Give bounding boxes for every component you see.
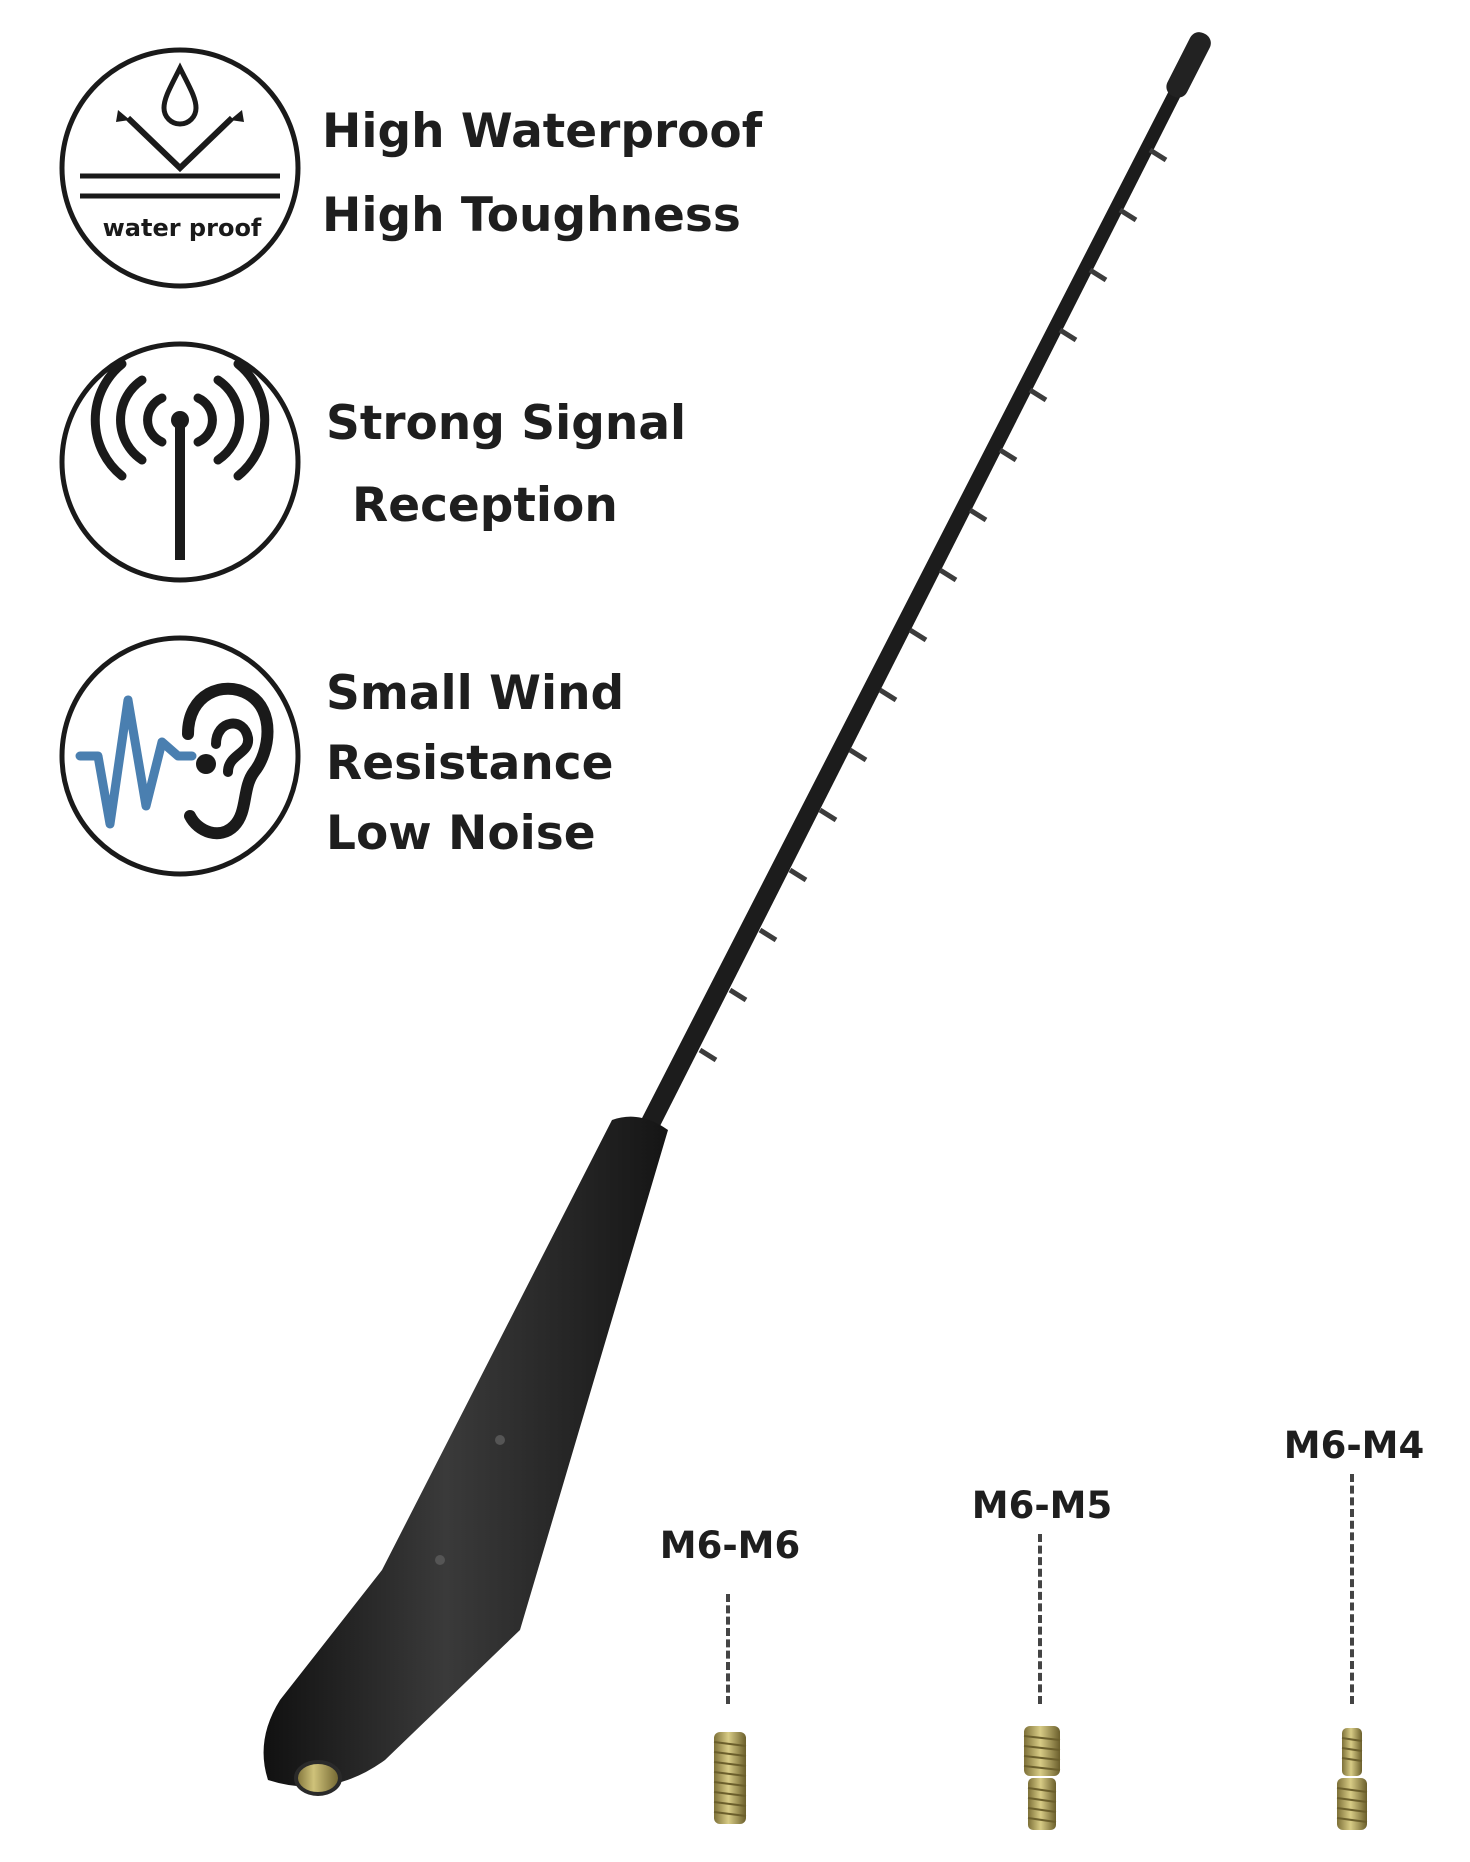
adapter-bolt-m6-m4 [1336,1728,1368,1830]
adapter-label-m6-m5: M6-M5 [971,1484,1113,1527]
antenna-spiral [698,147,1168,1063]
adapter-leader-line [1038,1534,1042,1704]
adapter-leader-line [726,1594,730,1704]
antenna-tip [1166,32,1211,98]
antenna-whip [640,38,1208,1130]
feature-text-line: Low Noise [326,806,596,861]
feature-text-line: High Waterproof [322,104,763,159]
feature-text-line: Small Wind [326,666,625,721]
signal-antenna-icon [59,341,301,583]
antenna-base-hole [495,1435,505,1445]
ear-sound-wave-icon [59,635,301,877]
antenna-base [263,1116,668,1787]
adapter-bolt-m6-m5 [1023,1726,1061,1830]
adapter-bolt-m6-m6 [713,1732,747,1824]
feature-text-line: Reception [352,478,618,533]
waterproof-icon-text: water proof [103,214,262,242]
antenna-base-hole [435,1555,445,1565]
waterproof-icon: water proof [59,47,301,289]
feature-text-line: Resistance [326,736,614,791]
feature-text-line: High Toughness [322,188,741,243]
feature-text-line: Strong Signal [326,396,687,451]
antenna-thread-socket [294,1760,342,1796]
adapter-label-m6-m6: M6-M6 [659,1524,801,1567]
adapter-leader-line [1350,1474,1354,1704]
adapter-label-m6-m4: M6-M4 [1283,1424,1425,1467]
